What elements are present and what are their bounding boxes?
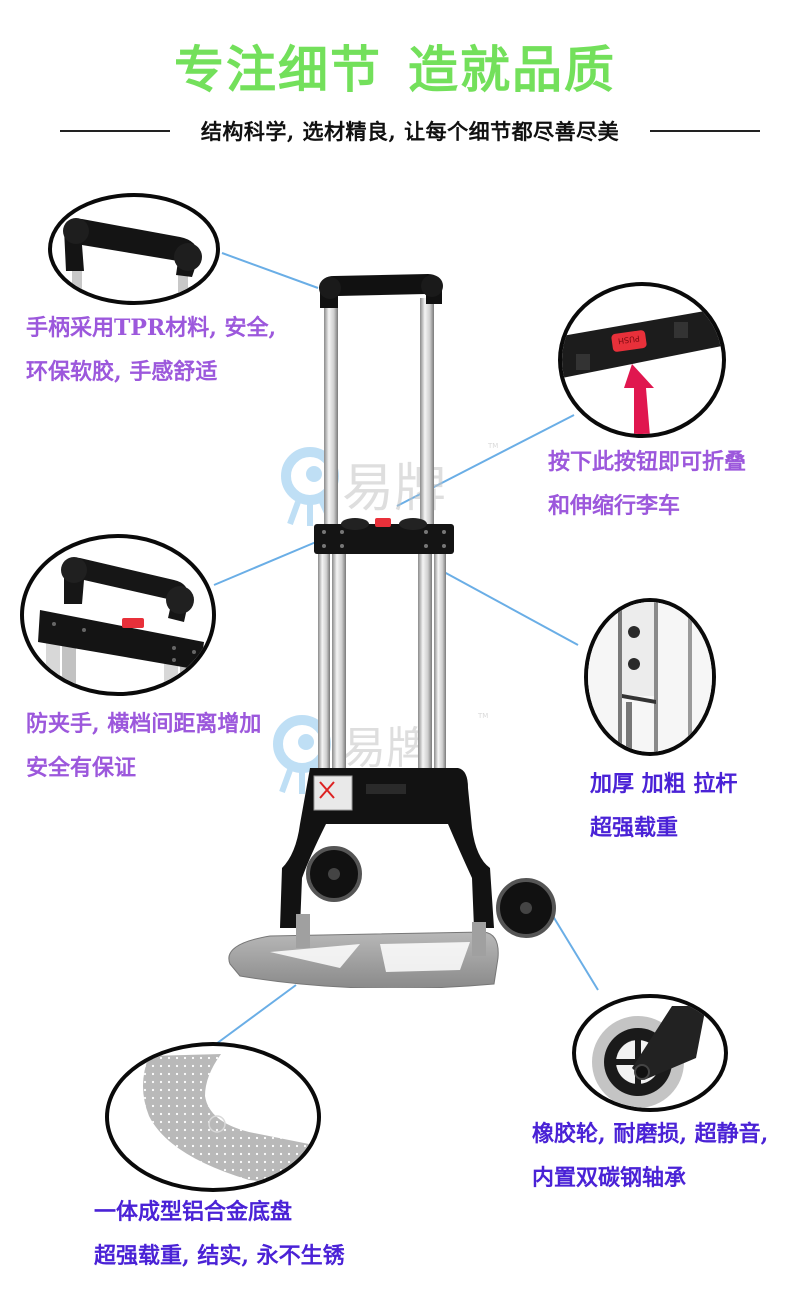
- callout-tube-line-2: 超强载重: [590, 815, 679, 841]
- title-part-2: 造就品质: [408, 40, 616, 99]
- detail-base-plate-circle: [105, 1042, 321, 1192]
- callout-tube: 加厚 加粗 拉杆 超强载重: [590, 762, 737, 850]
- right-divider: [650, 130, 760, 132]
- detail-handle-circle: [48, 193, 220, 305]
- connector-tube: [443, 571, 579, 646]
- detail-tube-circle: [584, 598, 716, 756]
- callout-push-button: 按下此按钮即可折叠 和伸缩行李车: [548, 440, 746, 528]
- watermark-tm: TM: [488, 442, 499, 450]
- left-divider: [60, 130, 170, 132]
- callout-push-line-2: 和伸缩行李车: [548, 493, 681, 519]
- connector-handle: [221, 252, 319, 289]
- tube-detail-image: [588, 602, 712, 752]
- detail-push-button-circle: PUSH: [558, 282, 726, 438]
- callout-wheel-line-2: 内置双碳钢轴承: [532, 1165, 687, 1191]
- connector-crossbar: [213, 541, 317, 586]
- callout-base-plate: 一体成型铝合金底盘 超强载重, 结实, 永不生锈: [94, 1190, 345, 1278]
- subtitle: 结构科学, 选材精良, 让每个细节都尽善尽美: [200, 119, 620, 144]
- watermark-brand-text: 易牌: [342, 723, 430, 774]
- crossbar-detail-image: [38, 557, 204, 692]
- connector-wheel: [547, 907, 599, 991]
- callout-tube-line-1: 加厚 加粗 拉杆: [590, 771, 738, 797]
- up-arrow-icon: [624, 364, 654, 434]
- callout-crossbar-line-1: 防夹手, 横档间距离增加: [26, 711, 262, 737]
- callout-base-line-2: 超强载重, 结实, 永不生锈: [94, 1243, 345, 1269]
- callout-crossbar-line-2: 安全有保证: [26, 755, 137, 781]
- subtitle-row: 结构科学, 选材精良, 让每个细节都尽善尽美: [60, 116, 760, 146]
- detail-wheel-circle: [572, 994, 728, 1112]
- handle-detail-image: [63, 218, 202, 301]
- callout-wheel: 橡胶轮, 耐磨损, 超静音, 内置双碳钢轴承: [532, 1112, 768, 1200]
- callout-push-line-1: 按下此按钮即可折叠: [548, 449, 747, 475]
- connector-base-plate: [215, 984, 297, 1045]
- detail-crossbar-circle: [20, 534, 216, 696]
- title-part-1: 专注细节: [174, 40, 382, 99]
- callout-handle-line-2: 环保软胶, 手感舒适: [26, 359, 218, 385]
- callout-handle: 手柄采用TPR材料, 安全, 环保软胶, 手感舒适: [26, 306, 276, 394]
- push-label: PUSH: [617, 334, 640, 346]
- hand-truck-image: [228, 274, 556, 988]
- callout-base-line-1: 一体成型铝合金底盘: [94, 1199, 293, 1225]
- push-button-detail-image: PUSH: [562, 308, 722, 434]
- callout-wheel-line-1: 橡胶轮, 耐磨损, 超静音,: [532, 1121, 769, 1147]
- watermark-tm: TM: [478, 712, 489, 720]
- callout-crossbar: 防夹手, 横档间距离增加 安全有保证: [26, 702, 261, 790]
- callout-handle-line-1: 手柄采用TPR材料, 安全,: [26, 315, 277, 341]
- base-plate-detail-image: [143, 1054, 317, 1188]
- page-title: 专注细节造就品质: [0, 30, 790, 102]
- wheel-detail-image: [592, 1006, 706, 1108]
